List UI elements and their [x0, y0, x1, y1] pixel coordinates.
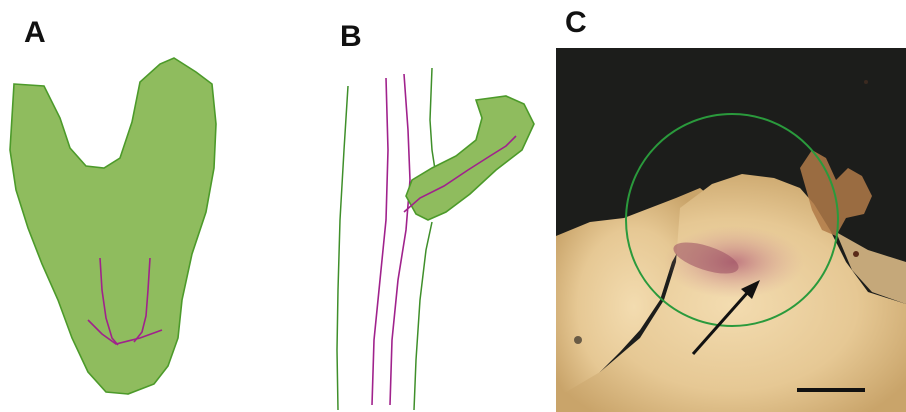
panel-b-stem-right-edge	[414, 68, 436, 410]
panel-b-drawing	[337, 68, 534, 410]
scale-bar	[797, 388, 865, 392]
panel-b-vessel-1	[372, 78, 388, 405]
panel-a-tissue-shape	[10, 58, 216, 394]
debris-dot-2	[864, 80, 868, 84]
panel-b-lateral-organ	[406, 96, 534, 220]
panel-b-stem-left-edge	[337, 86, 348, 410]
panel-b-vessel-2	[390, 74, 410, 405]
debris-dot-3	[574, 336, 582, 344]
panel-c-micrograph	[556, 48, 906, 412]
panel-a-drawing	[10, 58, 216, 394]
debris-dot	[853, 251, 859, 257]
